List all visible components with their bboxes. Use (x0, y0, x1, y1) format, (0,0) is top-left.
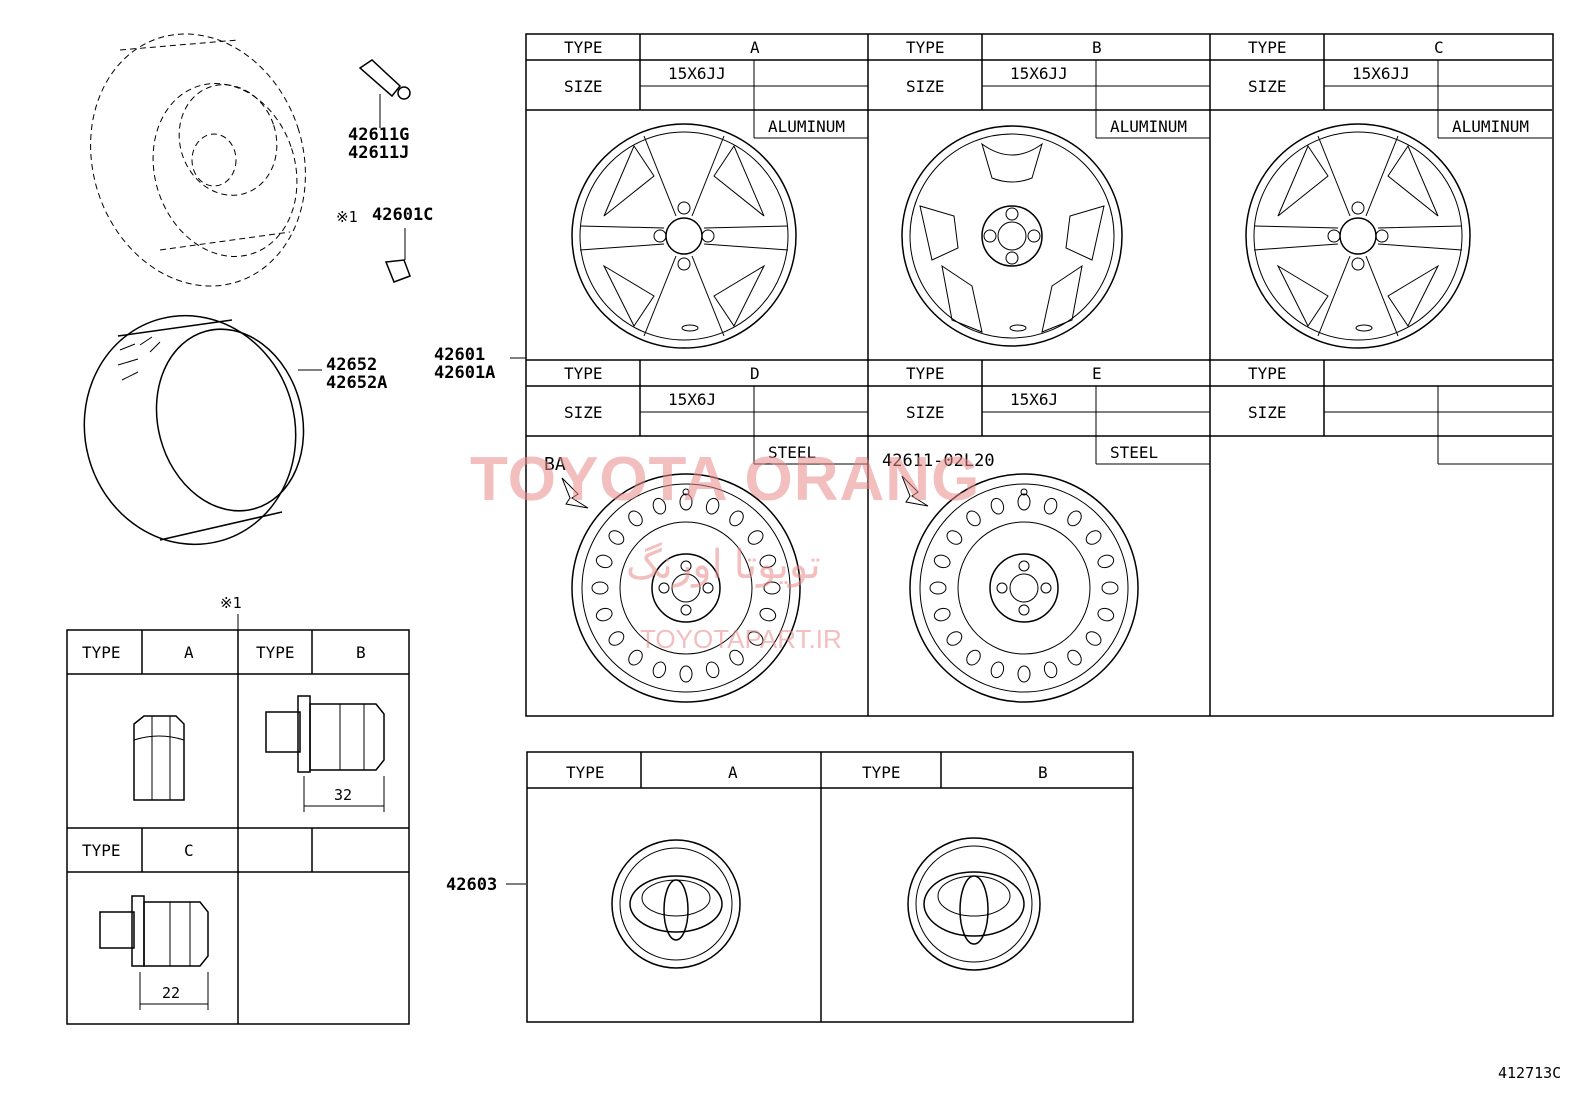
wheel-size-label: SIZE (906, 77, 945, 96)
nut-type-label-b: TYPE (256, 643, 295, 662)
ornament-part: 42603 (446, 875, 497, 895)
valve-part-a: 42611G (348, 125, 409, 145)
wheel-size-label: SIZE (1248, 403, 1287, 422)
nut-type-b: B (356, 643, 366, 662)
ornament-table (526, 751, 1134, 1023)
nut-type-label-a: TYPE (82, 643, 121, 662)
aluminum-wheel-a-icon (571, 123, 797, 349)
note-mark: ※1 (336, 208, 358, 226)
ornament-type-label-b: TYPE (862, 763, 901, 782)
wheel-part-a: 42601 (434, 345, 485, 365)
wheel-table (525, 33, 1554, 717)
steel-wheel-e-icon (909, 473, 1139, 703)
wheel-type-label: TYPE (564, 364, 603, 383)
nut-type-label-c: TYPE (82, 841, 121, 860)
wheel-type-label: TYPE (1248, 38, 1287, 57)
wheel-material: STEEL (768, 443, 816, 462)
watermark-url: TOYOTAPART.IR (640, 624, 842, 654)
nut-type-a: A (184, 643, 194, 662)
wheel-type-value: E (1092, 364, 1102, 383)
wheel-type-value: B (1092, 38, 1102, 57)
wheel-size-label: SIZE (564, 403, 603, 422)
tire-drawing (83, 314, 322, 546)
nut-a-icon (133, 715, 185, 801)
toyota-emblem-a-icon (611, 839, 741, 969)
wheel-material: STEEL (1110, 443, 1158, 462)
toyota-emblem-b-icon (907, 837, 1041, 971)
ornament-type-label-a: TYPE (566, 763, 605, 782)
wheel-type-value: D (750, 364, 760, 383)
watermark-main: TOYOTA ORANG (470, 445, 980, 514)
wheel-part-b: 42601A (434, 363, 495, 383)
ornament-type-a: A (728, 763, 738, 782)
steel-wheel-d-icon (571, 473, 801, 703)
wheel-size-value: 15X6J (668, 390, 716, 409)
nut-c-dimension: 22 (162, 984, 180, 1002)
watermark-arabic: تویوتا اورنگ (626, 542, 821, 588)
arrow-icon (901, 475, 929, 507)
wheel-size-value: 15X6J (1010, 390, 1058, 409)
nut-type-c: C (184, 841, 194, 860)
nut-table (66, 629, 410, 1025)
balance-weight-icon (384, 259, 411, 283)
footer-code: 412713C (1498, 1064, 1561, 1082)
aluminum-wheel-c-icon (1245, 123, 1471, 349)
wheel-type-label: TYPE (906, 38, 945, 57)
wheel-size-label: SIZE (906, 403, 945, 422)
wheel-type-label: TYPE (1248, 364, 1287, 383)
steel-wheel-d-mark: BA (544, 454, 566, 475)
ornament-type-b: B (1038, 763, 1048, 782)
wheel-size-label: SIZE (564, 77, 603, 96)
aluminum-wheel-b-icon (901, 125, 1123, 347)
valve-part-b: 42611J (348, 143, 409, 163)
tire-part-a: 42652 (326, 355, 377, 375)
wheel-material: ALUMINUM (768, 117, 845, 136)
tire-part-b: 42652A (326, 373, 387, 393)
wheel-type-label: TYPE (906, 364, 945, 383)
nut-b-icon (265, 695, 385, 812)
wheel-size-value: 15X6JJ (668, 64, 726, 83)
wheel-type-value: A (750, 38, 760, 57)
wheel-type-label: TYPE (564, 38, 603, 57)
wheel-table-cells: TYPE A SIZE 15X6JJ ALUMINUM TYPE B SIZE 15X6JJ AL… (526, 34, 1552, 465)
arrow-icon (561, 477, 589, 509)
balance-weight-part: 42601C (372, 205, 433, 225)
nut-b-dimension: 32 (334, 786, 352, 804)
steel-wheel-e-part: 42611-02L20 (882, 451, 995, 471)
nut-c-icon (99, 895, 209, 1010)
valve-stem-icon (358, 59, 411, 128)
wheel-material: ALUMINUM (1110, 117, 1187, 136)
wheel-assembly-drawing (90, 33, 306, 287)
wheel-size-label: SIZE (1248, 77, 1287, 96)
wheel-size-value: 15X6JJ (1010, 64, 1068, 83)
wheel-type-value: C (1434, 38, 1444, 57)
wheel-material: ALUMINUM (1452, 117, 1529, 136)
nut-note-mark: ※1 (220, 594, 242, 612)
wheel-size-value: 15X6JJ (1352, 64, 1410, 83)
